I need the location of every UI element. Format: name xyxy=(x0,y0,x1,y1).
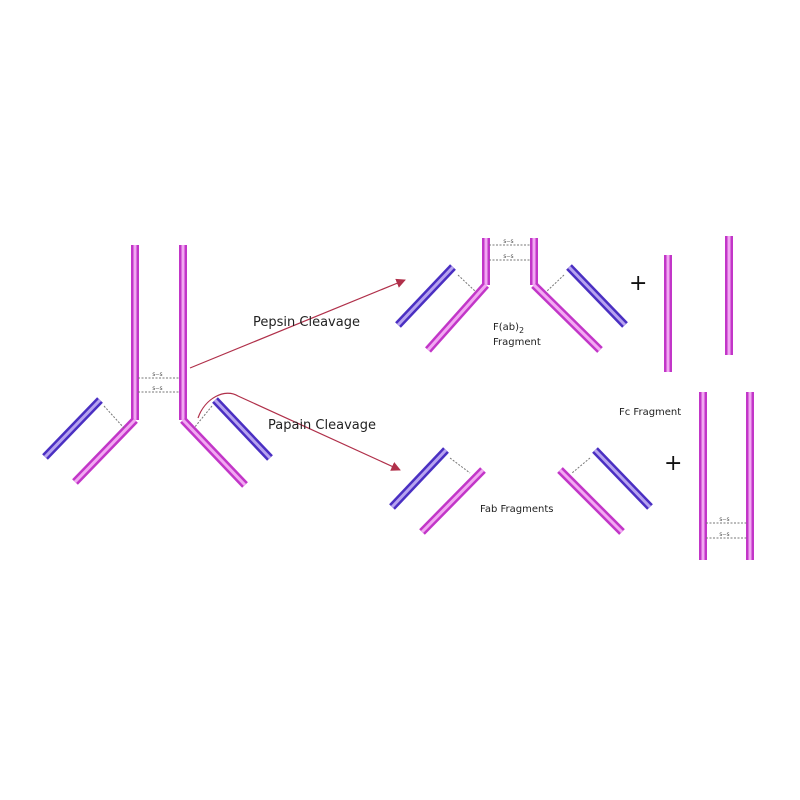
fab-heavy-chain-left-core xyxy=(420,468,485,534)
disulfide-label: s–s xyxy=(152,385,163,392)
fab-heavy-chain-right-core xyxy=(558,468,624,534)
fab-fragment-right xyxy=(557,447,653,535)
fab2-light-heavy-bond-right xyxy=(545,274,565,293)
light-chain-left-core xyxy=(43,398,102,459)
fab-light-chain-right-core xyxy=(593,448,652,509)
fab2-light-left-core xyxy=(396,265,455,327)
pepsin-cleavage-label: Pepsin Cleavage xyxy=(253,315,360,330)
fab2-fragment-label: Fragment xyxy=(493,337,541,348)
fab-light-chain-left-core xyxy=(390,448,448,509)
papain-cleavage-label: Papain Cleavage xyxy=(268,418,376,433)
fc-fragment-label: Fc Fragment xyxy=(619,407,681,418)
light-chain-right-core xyxy=(213,398,272,460)
plus-sign-bottom: + xyxy=(664,451,682,476)
fab2-heavy-left-arm-core xyxy=(426,284,488,351)
disulfide-label: s–s xyxy=(152,371,163,378)
papain-arrow xyxy=(197,392,401,471)
light-heavy-bond-right xyxy=(193,405,213,429)
fab2-heavy-right-arm-core xyxy=(532,283,602,352)
fc-fragment: s–s s–s xyxy=(699,392,754,560)
fab-fragments-label: Fab Fragments xyxy=(480,504,553,515)
intact-antibody: s–s s–s xyxy=(42,245,273,488)
fab-bond-left xyxy=(449,457,471,474)
fab2-light-heavy-bond-left xyxy=(457,274,477,293)
fc-disulfide-bonds: s–s s–s xyxy=(706,516,747,539)
disulfide-label: s–s xyxy=(503,238,514,245)
fab2-fragment: s–s s–s xyxy=(395,238,628,353)
light-heavy-bond-left xyxy=(103,405,125,429)
fab-fragment-left xyxy=(389,447,486,535)
fab2-label-main: F(ab) xyxy=(493,322,519,333)
plus-sign-top: + xyxy=(629,271,647,296)
pepsin-arrow xyxy=(189,278,406,369)
heavy-chain-right-arm-core xyxy=(181,418,247,487)
fab2-disulfide-bonds: s–s s–s xyxy=(489,238,531,261)
fab2-label-subscript: 2 xyxy=(519,326,524,335)
fab-bond-right xyxy=(571,457,591,474)
hinge-disulfide-bonds: s–s s–s xyxy=(138,371,180,393)
disulfide-label: s–s xyxy=(719,516,730,523)
fab2-label: F(ab)2 xyxy=(493,322,524,335)
heavy-chain-left-arm-core xyxy=(73,418,137,484)
fab2-light-right-core xyxy=(567,265,627,327)
disulfide-label: s–s xyxy=(719,531,730,538)
pepsin-fc-pieces xyxy=(664,236,733,372)
disulfide-label: s–s xyxy=(503,253,514,260)
